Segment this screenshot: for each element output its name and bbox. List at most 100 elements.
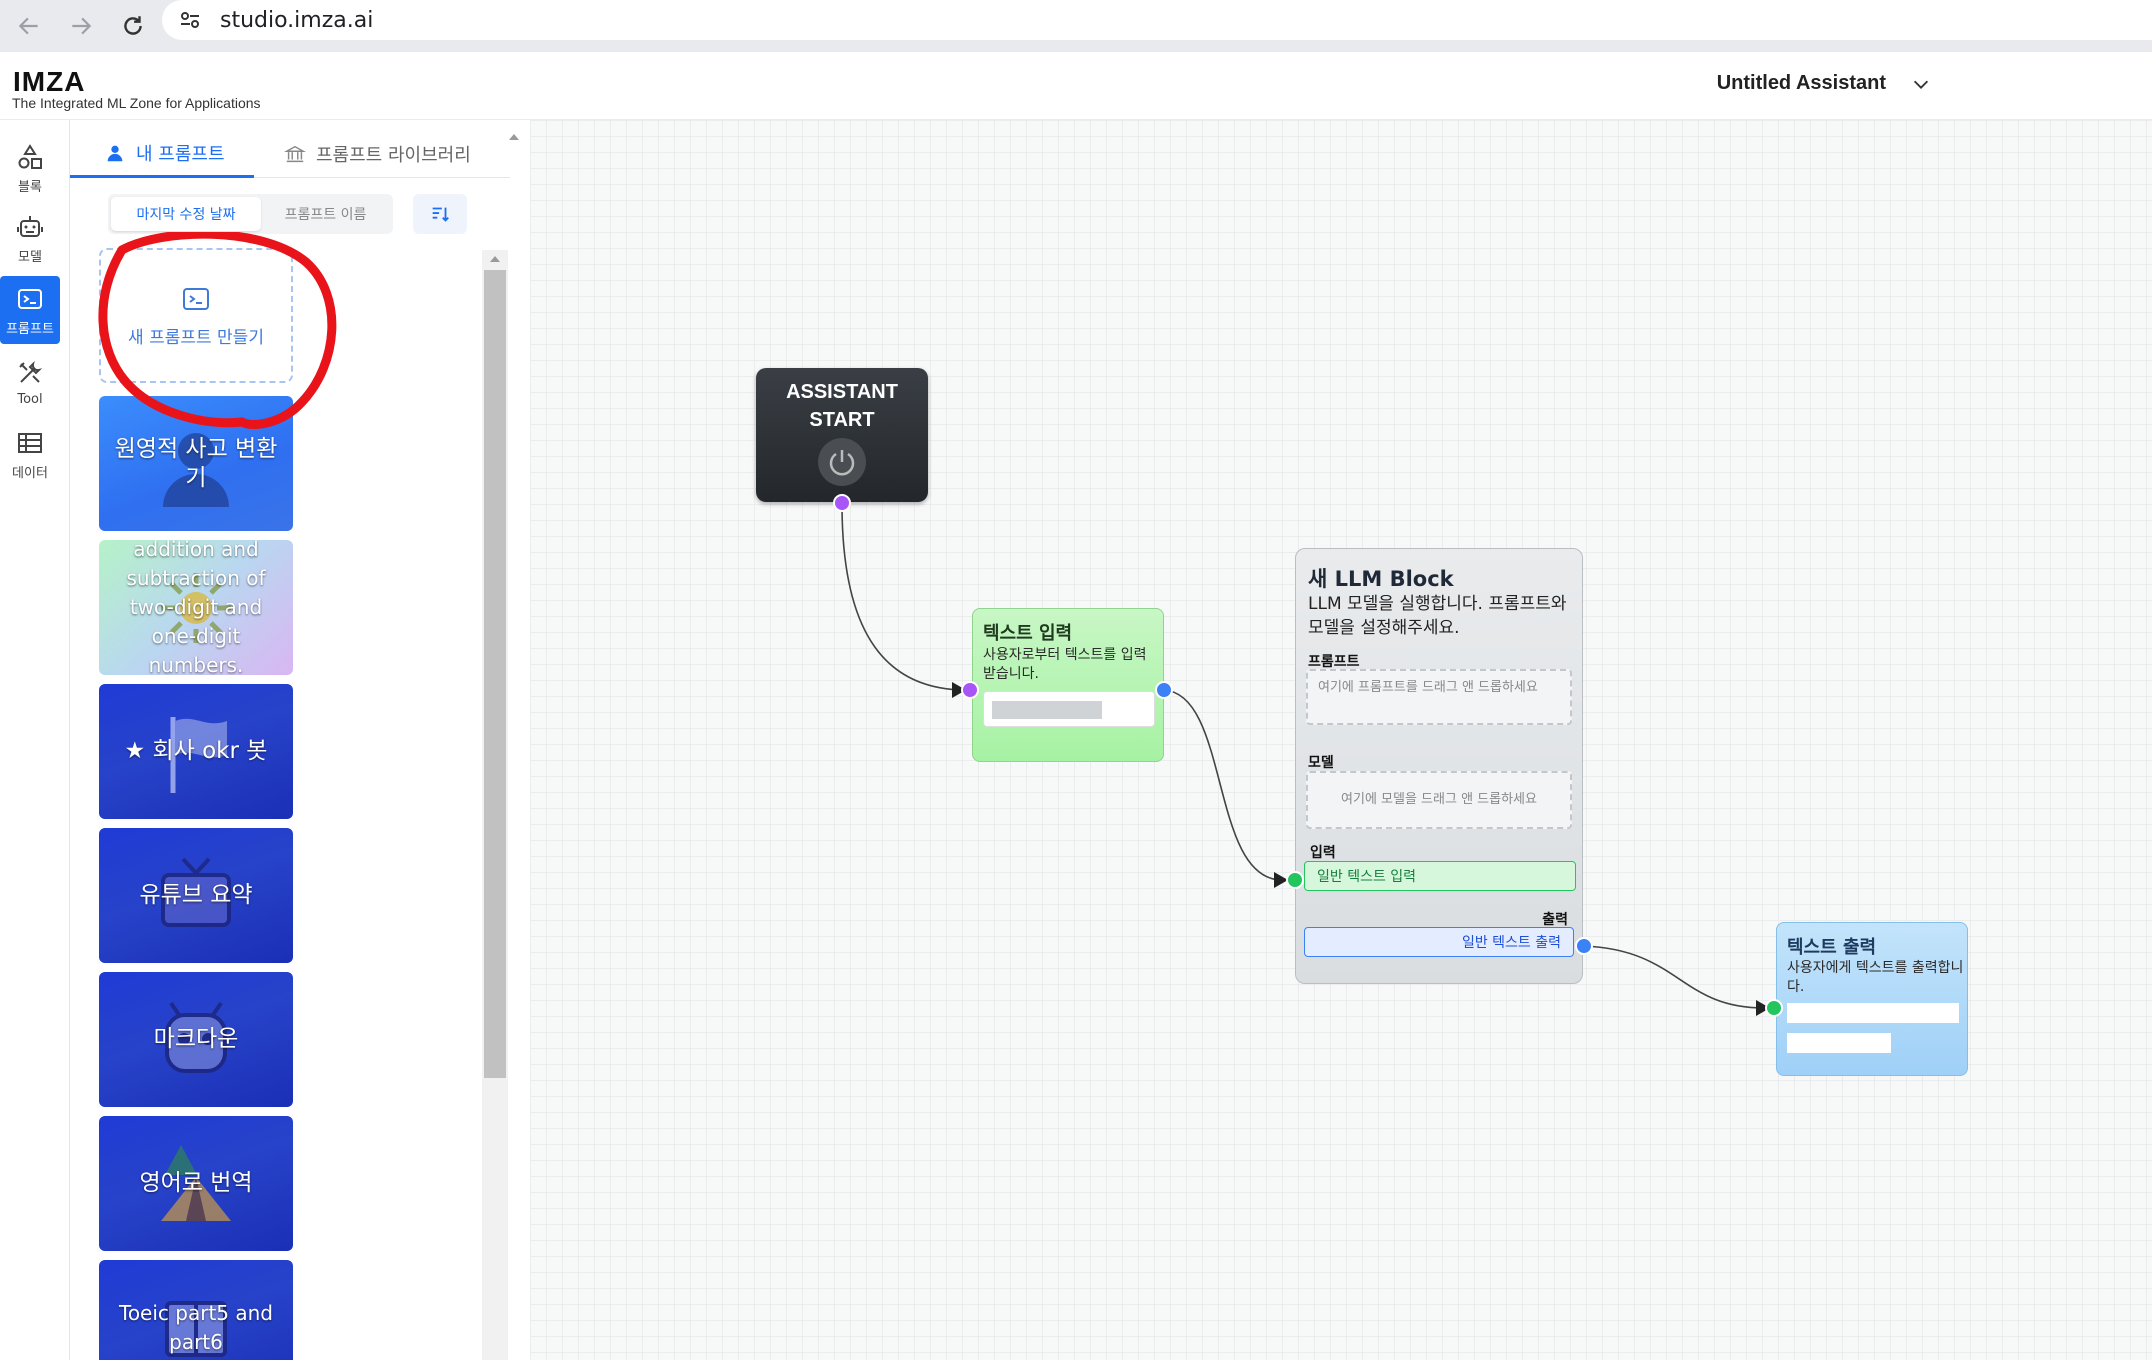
sort-order-button[interactable] (413, 194, 467, 234)
icon-rail: 블록 모델 프롬프트 Tool 데이터 (0, 120, 70, 1360)
assistant-name: Untitled Assistant (1716, 72, 1886, 94)
edge-input-to-llm (1163, 689, 1283, 881)
rail-item-data[interactable]: 데이터 (0, 420, 60, 488)
new-prompt-label: 새 프롬프트 만들기 (128, 328, 264, 348)
rail-label-prompts: 프롬프트 (6, 321, 54, 337)
power-button[interactable] (818, 438, 866, 486)
flow-canvas[interactable]: ASSISTANT START 텍스트 입력 사용자로부터 텍스트를 입력받습니… (530, 120, 2152, 1360)
arrow-left-icon (18, 17, 38, 35)
reload-button[interactable] (110, 3, 156, 49)
llm-model-label: 모델 (1308, 755, 1334, 771)
sun-icon (161, 572, 231, 643)
terminal-icon (18, 288, 42, 309)
forward-button[interactable] (58, 3, 104, 49)
site-settings-icon[interactable] (176, 6, 204, 34)
prompt-card[interactable]: 유튜브 요약 (99, 828, 293, 963)
prompt-card[interactable]: 영어로 번역 (99, 1116, 293, 1251)
input-placeholder-bar (992, 701, 1102, 719)
output-line-2 (1787, 1033, 1891, 1053)
prompt-card-title: 영어로 번역 (139, 1170, 253, 1196)
back-button[interactable] (6, 3, 52, 49)
sort-icon (432, 207, 449, 222)
logo-tagline: The Integrated ML Zone for Applications (12, 95, 261, 111)
text-input-title: 텍스트 입력 (983, 623, 1073, 644)
prompt-card-list: 새 프롬프트 만들기 원영적 사고 변환기 addition and subtr… (99, 248, 293, 1360)
chevron-down-icon (1913, 80, 1929, 89)
url-text: studio.imza.ai (220, 7, 374, 33)
tab-my-prompts[interactable]: 내 프롬프트 (70, 130, 254, 178)
sort-by-date[interactable]: 마지막 수정 날짜 (111, 197, 261, 231)
llm-prompt-label: 프롬프트 (1308, 654, 1360, 670)
edge-layer (841, 503, 1770, 1016)
text-input-field[interactable] (983, 691, 1155, 727)
address-bar[interactable]: studio.imza.ai (162, 0, 2152, 40)
edge-arrow (952, 682, 966, 698)
rail-item-tool[interactable]: Tool (0, 348, 60, 416)
prompt-card[interactable]: addition and subtraction of two-digit an… (99, 540, 293, 675)
prompt-card[interactable]: 마크다운 (99, 972, 293, 1107)
start-title-line2: START (809, 409, 875, 431)
prompt-panel: 내 프롬프트 프롬프트 라이브러리 마지막 수정 날짜 프롬프트 이름 새 프롬… (70, 120, 519, 1360)
prompt-card-title: addition and subtraction of two-digit an… (126, 540, 266, 675)
tent-icon (161, 1144, 231, 1221)
card-scrollbar-thumb[interactable] (484, 270, 506, 1078)
rail-item-blocks[interactable]: 블록 (0, 134, 60, 202)
start-output-port[interactable] (833, 494, 851, 512)
text-output-title: 텍스트 출력 (1787, 937, 1877, 958)
llm-output-pill[interactable]: 일반 텍스트 출력 (1304, 927, 1574, 957)
app-header: IMZA The Integrated ML Zone for Applicat… (0, 52, 2152, 120)
text-output-in-port[interactable] (1765, 999, 1783, 1017)
llm-title: 새 LLM Block (1308, 567, 1454, 591)
new-prompt-card[interactable]: 새 프롬프트 만들기 (99, 248, 293, 383)
sort-by-name[interactable]: 프롬프트 이름 (284, 207, 367, 223)
prompt-card[interactable]: Toeic part5 and part6 (99, 1260, 293, 1360)
rail-item-prompts[interactable]: 프롬프트 (0, 276, 60, 344)
text-input-desc: 사용자로부터 텍스트를 입력받습니다. (983, 647, 1147, 682)
sort-segment: 마지막 수정 날짜 프롬프트 이름 (108, 194, 393, 234)
shapes-icon (18, 143, 42, 169)
rail-label-models: 모델 (18, 249, 42, 265)
arrow-right-icon (72, 17, 92, 35)
user-icon (107, 145, 123, 161)
start-title-line1: ASSISTANT (786, 381, 898, 403)
rail-item-models[interactable]: 모델 (0, 204, 60, 272)
llm-input-port[interactable] (1286, 871, 1304, 889)
tab-label-prompt-library: 프롬프트 라이브러리 (316, 145, 471, 166)
prompt-drop-zone[interactable]: 여기에 프롬프트를 드래그 앤 드롭하세요 (1306, 669, 1572, 725)
tab-label-my-prompts: 내 프롬프트 (136, 143, 225, 165)
book-icon (165, 1300, 227, 1357)
node-assistant-start[interactable]: ASSISTANT START (756, 368, 928, 502)
llm-output-port[interactable] (1575, 937, 1593, 955)
node-text-output[interactable]: 텍스트 출력 사용자에게 텍스트를 출력합니다. (1776, 922, 1968, 1076)
rail-label-data: 데이터 (12, 465, 48, 481)
tab-prompt-library[interactable]: 프롬프트 라이브러리 (284, 130, 504, 178)
robot-face-icon (165, 1001, 227, 1073)
tv-icon (161, 857, 231, 927)
logo: IMZA (13, 66, 86, 97)
tools-icon (19, 360, 43, 383)
prompt-card-title: 원영적 사고 변환기 (114, 435, 278, 491)
prompt-card[interactable]: 원영적 사고 변환기 (99, 396, 293, 531)
output-line-1 (1787, 1003, 1959, 1023)
prompt-card-title: 유튜브 요약 (139, 882, 253, 908)
flag-icon (170, 716, 227, 793)
assistant-selector[interactable]: Untitled Assistant (1717, 72, 1932, 95)
rail-label-tool: Tool (17, 391, 43, 407)
rail-label-blocks: 블록 (18, 179, 42, 195)
edge-arrow (1274, 872, 1288, 888)
text-input-out-port[interactable] (1155, 681, 1173, 699)
node-llm-block[interactable]: 새 LLM Block LLM 모델을 실행합니다. 프롬프트와 모델을 설정해… (1295, 548, 1583, 984)
llm-output-label: 출력 (1542, 912, 1568, 928)
llm-input-pill[interactable]: 일반 텍스트 입력 (1304, 861, 1576, 891)
llm-desc: LLM 모델을 실행합니다. 프롬프트와 모델을 설정해주세요. (1308, 594, 1567, 638)
text-output-desc: 사용자에게 텍스트를 출력합니다. (1787, 960, 1964, 995)
browser-bar: studio.imza.ai (0, 0, 2152, 52)
scrollbar-up-icon[interactable] (488, 252, 502, 266)
terminal-icon (183, 288, 209, 310)
model-drop-zone[interactable]: 여기에 모델을 드래그 앤 드롭하세요 (1306, 771, 1572, 829)
edge-llm-to-output (1583, 945, 1765, 1009)
node-text-input[interactable]: 텍스트 입력 사용자로부터 텍스트를 입력받습니다. (972, 608, 1164, 762)
panel-scroll-up-icon[interactable] (507, 130, 521, 144)
text-input-in-port[interactable] (961, 681, 979, 699)
prompt-card[interactable]: ★ 회사 okr 봇 (99, 684, 293, 819)
